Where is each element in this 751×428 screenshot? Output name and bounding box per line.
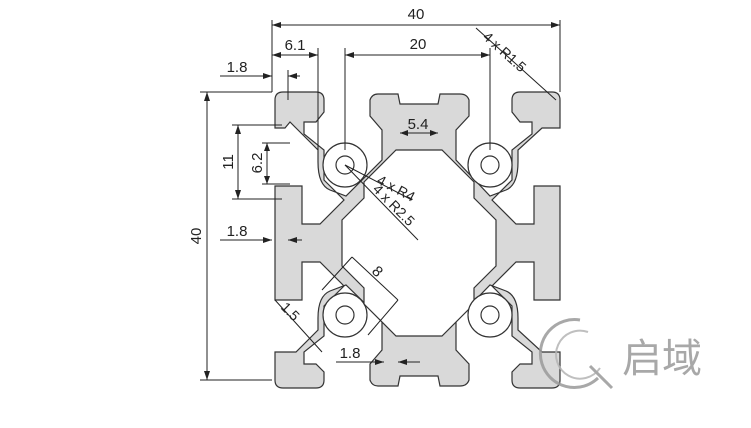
dim-wall-mid: 1.8 xyxy=(227,223,248,240)
dim-slot-width: 5.4 xyxy=(408,116,429,133)
dim-height-left: 40 xyxy=(188,228,205,245)
corner-hole-bottom-right xyxy=(467,292,513,338)
q-swirl-logo xyxy=(538,318,614,390)
dim-slot-height: 11 xyxy=(220,154,237,170)
dim-inner-span: 20 xyxy=(410,36,427,53)
brand-watermark: 启域 xyxy=(538,318,702,390)
brand-name: 启域 xyxy=(622,336,702,382)
dim-wall-top: 1.8 xyxy=(227,59,248,76)
dim-slot-opening: 6.2 xyxy=(249,153,266,174)
dim-web-thickness: 1.5 xyxy=(278,299,303,324)
dim-corner-radius: 4 x R1.5 xyxy=(480,28,530,75)
dim-wall-bottom: 1.8 xyxy=(340,345,361,362)
dim-width-top: 40 xyxy=(408,6,425,23)
center-cavity xyxy=(341,149,497,337)
dimension-lines xyxy=(200,20,561,381)
dim-slot-offset: 6.1 xyxy=(285,37,306,54)
corner-hole-bottom-left xyxy=(322,292,368,338)
